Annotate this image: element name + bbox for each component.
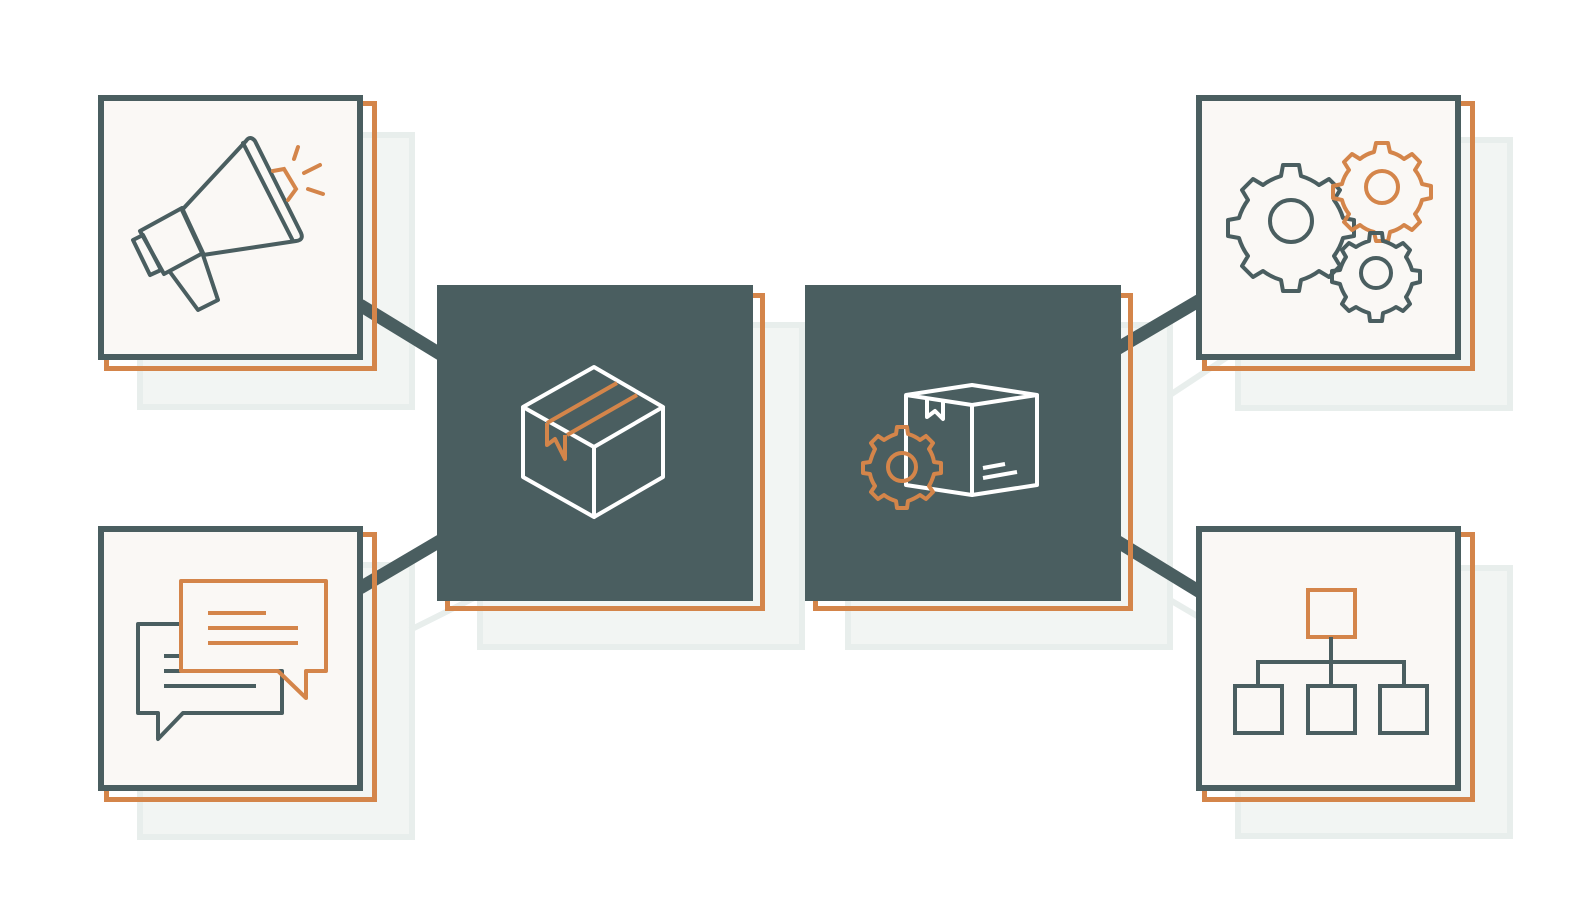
box-with-gear-icon <box>861 383 1039 510</box>
chat-bubbles-icon <box>136 579 328 741</box>
megaphone-icon <box>131 136 325 312</box>
org-chart-icon <box>1233 588 1429 735</box>
package-box-icon <box>521 365 665 519</box>
gears-icon <box>1226 141 1433 323</box>
